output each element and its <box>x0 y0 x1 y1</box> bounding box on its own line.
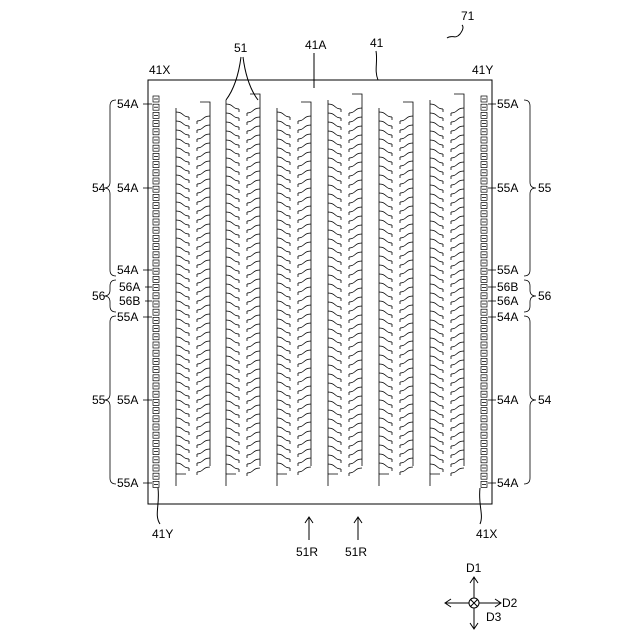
strip-top-tab <box>352 94 362 100</box>
left-bracket-lower <box>104 316 116 484</box>
pad-column-left <box>153 96 159 487</box>
left-tag: 54A <box>117 97 138 111</box>
right-tag: 56B <box>497 280 518 294</box>
figure-number-leader <box>447 25 463 38</box>
right-tag: 55A <box>497 97 518 111</box>
strip-top-tab <box>403 102 413 108</box>
strip-hooks <box>277 112 311 475</box>
corner-label-top-right: 41Y <box>472 63 493 77</box>
strip-hooks <box>430 104 464 476</box>
left-tag: 54A <box>117 181 138 195</box>
strips-label-leader-left <box>226 57 241 100</box>
comb-strips <box>176 94 464 486</box>
frame-label-leader <box>376 51 378 80</box>
left-brackets <box>104 100 116 484</box>
strip-hooks <box>176 112 210 475</box>
pad-column-right <box>481 96 487 487</box>
strip-top-tab <box>200 102 210 108</box>
corner-bottom-left-leader <box>157 488 160 524</box>
left-tag: 55A <box>117 393 138 407</box>
corner-label-bottom-right: 41X <box>476 527 497 541</box>
left-bracket-middle <box>104 280 116 312</box>
right-group-middle: 56 <box>538 289 552 303</box>
right-group-upper: 55 <box>538 181 552 195</box>
strip-hooks <box>226 104 260 476</box>
corner-label-top-left: 41X <box>149 63 170 77</box>
compass-label-right: D2 <box>502 596 518 610</box>
strips-label: 51 <box>234 41 248 55</box>
strip-top-tab <box>301 102 311 108</box>
corner-label-bottom-left: 41Y <box>152 527 173 541</box>
strip-bottom-tab <box>430 474 440 486</box>
left-group-upper: 54 <box>92 181 106 195</box>
strip-bottom-tab <box>176 474 186 486</box>
left-group-middle: 56 <box>92 289 106 303</box>
right-tag: 55A <box>497 263 518 277</box>
right-bracket-upper <box>524 100 536 276</box>
comb-strip <box>430 94 464 486</box>
strip-bottom-tab <box>226 474 236 486</box>
left-tag: 56A <box>119 280 140 294</box>
right-bracket-middle <box>524 280 536 312</box>
right-brackets <box>524 100 536 484</box>
left-tag: 55A <box>117 476 138 490</box>
frame-area-label: 41A <box>305 38 326 52</box>
frame-label: 41 <box>370 36 384 50</box>
comb-strip <box>379 102 413 486</box>
left-tag: 56B <box>119 294 140 308</box>
left-bracket-upper <box>104 100 116 276</box>
comb-strip <box>176 102 210 486</box>
comb-strip <box>277 102 311 486</box>
right-tag: 56A <box>497 294 518 308</box>
right-bracket-lower <box>524 316 536 484</box>
strip-bottom-tab <box>277 474 287 486</box>
rib-arrow-right <box>354 517 362 540</box>
right-tag: 54A <box>497 310 518 324</box>
strip-top-tab <box>454 94 464 100</box>
rib-label-left: 51R <box>296 545 318 559</box>
right-tag: 54A <box>497 476 518 490</box>
strip-hooks <box>379 112 413 475</box>
strip-bottom-tab <box>379 474 389 486</box>
left-tag: 55A <box>117 310 138 324</box>
right-tag: 55A <box>497 181 518 195</box>
rib-arrow-left <box>305 517 313 540</box>
strip-bottom-tab <box>328 474 338 486</box>
comb-strip <box>226 94 260 486</box>
left-group-lower: 55 <box>92 393 106 407</box>
comb-strip <box>328 94 362 486</box>
right-group-lower: 54 <box>538 393 552 407</box>
corner-bottom-right-leader <box>480 488 482 524</box>
figure-number: 71 <box>461 9 475 23</box>
left-tag: 54A <box>117 263 138 277</box>
compass-label-up: D1 <box>466 561 482 575</box>
right-tag: 54A <box>497 393 518 407</box>
compass-label-depth: D3 <box>486 610 502 624</box>
strips-label-leader-right <box>243 57 258 100</box>
rib-label-right: 51R <box>345 545 367 559</box>
strip-hooks <box>328 104 362 476</box>
